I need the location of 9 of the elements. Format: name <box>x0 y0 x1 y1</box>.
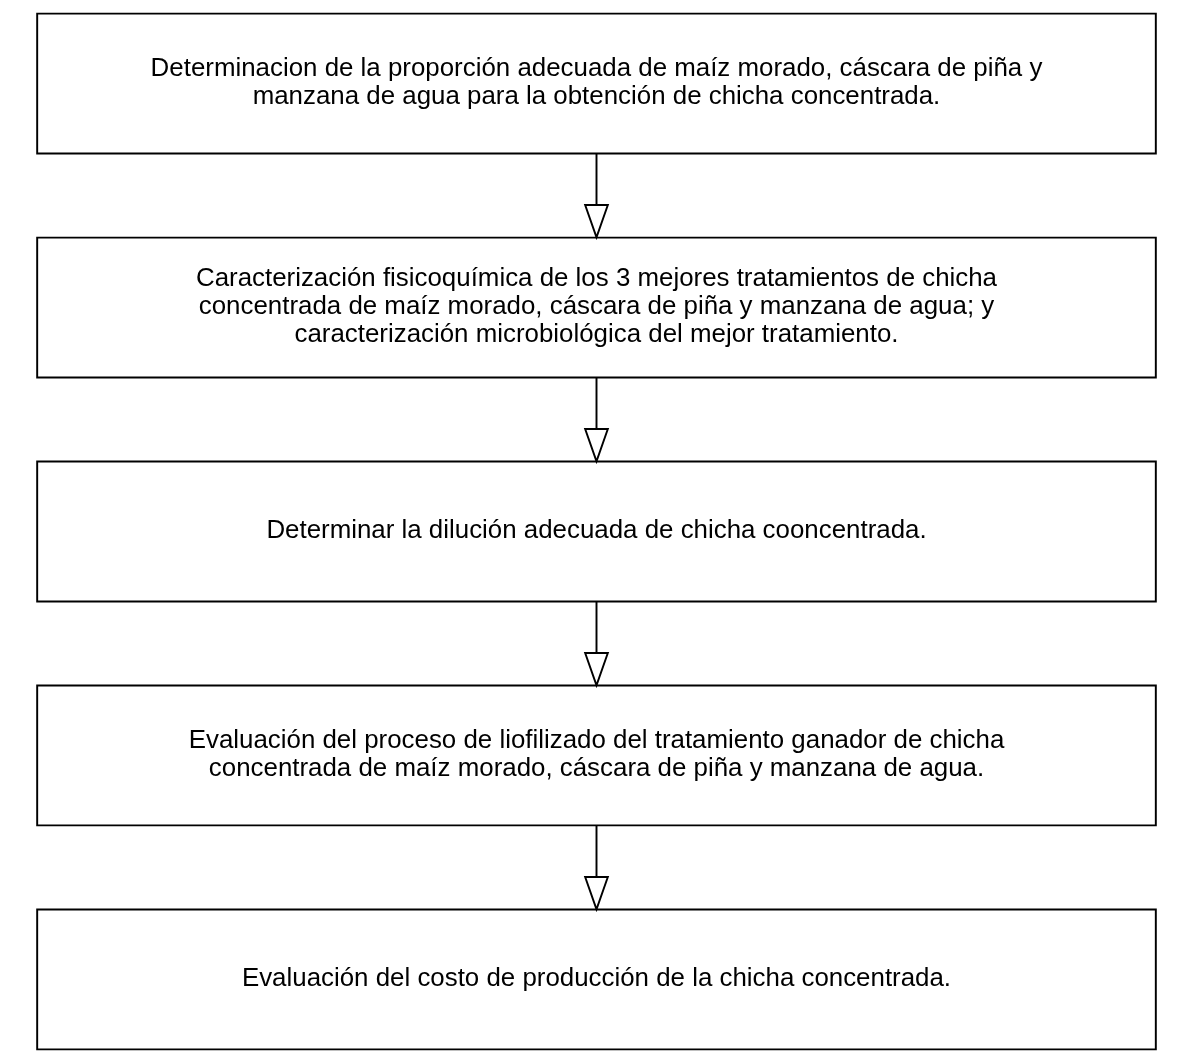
node-box: Evaluación del proceso de liofilizado del tratamiento ganador de chicha concentrada de maíz morado, cáscara de piña y manzana de agua. <box>36 684 1157 827</box>
arrow <box>583 152 610 241</box>
arrow <box>583 600 610 689</box>
arrow <box>583 824 610 913</box>
node-box: Determinacion de la proporción adecuada de maíz morado, cáscara de piña y manzana de agua para la obtención de chicha concentrada. <box>36 12 1157 155</box>
node-box: Evaluación del costo de producción de la chicha concentrada. <box>36 908 1157 1051</box>
node-box: Caracterización fisicoquímica de los 3 mejores tratamientos de chicha concentrada de maíz morado, cáscara de piña y manzana de agua; y caracterización microbiológica del mejor tratamiento. <box>36 236 1157 379</box>
arrow <box>583 376 610 465</box>
node-box: Determinar la dilución adecuada de chicha cooncentrada. <box>36 460 1157 603</box>
